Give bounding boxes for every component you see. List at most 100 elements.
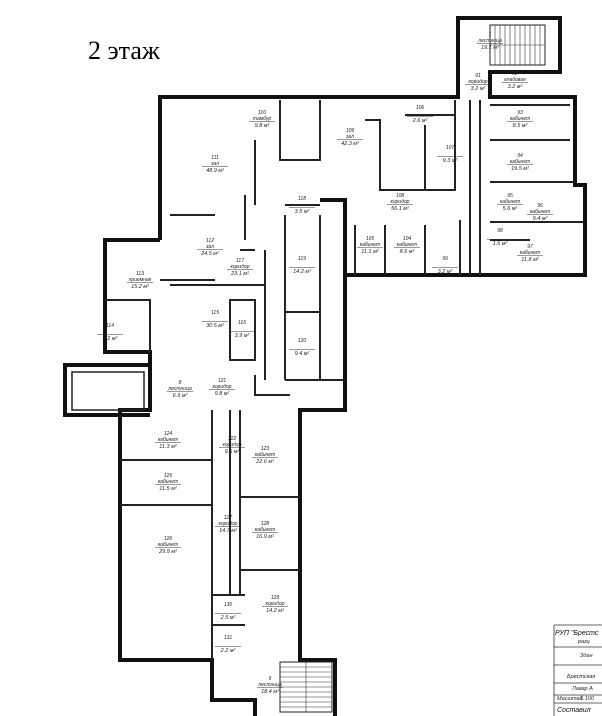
- room-name: приемная: [129, 277, 152, 283]
- room-name: кабинет: [255, 527, 275, 533]
- room-name: коридор: [468, 79, 487, 85]
- room-name: коридор: [212, 384, 231, 390]
- room-area: 8.2 м²: [103, 336, 118, 342]
- room-area: 11.1 м²: [361, 249, 379, 255]
- interior-walls: [105, 100, 585, 660]
- room-area: 2.2 м²: [220, 648, 236, 654]
- room-area: 56.1 м²: [391, 206, 409, 212]
- room-area: 14.2 м²: [293, 269, 311, 275]
- room-number: 91: [475, 73, 481, 79]
- room-name: коридор: [230, 264, 249, 270]
- room-label: 981.6 м²: [487, 228, 513, 247]
- room-area: 11.8 м²: [521, 257, 539, 263]
- room-number: 118: [298, 196, 306, 202]
- room-area: 3.5 м²: [295, 209, 310, 215]
- room-area: 9.8 м²: [255, 123, 270, 129]
- room-name: коридор: [218, 521, 237, 527]
- room-area: 23.1 м²: [230, 271, 249, 277]
- room-area: 2.5 м²: [220, 615, 236, 621]
- room-number: 128: [261, 521, 270, 527]
- room-number: 111: [211, 155, 219, 161]
- room-number: 122: [228, 436, 237, 442]
- stamp-line: разц: [577, 639, 590, 645]
- room-area: 42.3 м²: [341, 141, 359, 147]
- room-number: 119: [298, 256, 306, 262]
- room-area: 1.6 м²: [493, 241, 508, 247]
- room-area: 9.4 м²: [533, 216, 548, 222]
- room-number: 115: [211, 310, 219, 316]
- room-name: кабинет: [510, 116, 530, 122]
- room-area: 3.2 м²: [438, 269, 453, 275]
- stamp-line: Лавар А: [571, 686, 593, 692]
- room-number: 113: [136, 271, 144, 277]
- room-label: 106 2.6 м²: [407, 105, 433, 124]
- room-name: коридор: [265, 601, 284, 607]
- room-number: 93: [517, 110, 523, 116]
- stamp-line: Здан: [580, 653, 593, 659]
- room-number: 109: [346, 128, 355, 134]
- room-area: 22.6 м²: [255, 459, 274, 465]
- room-number: 125: [164, 473, 173, 479]
- room-name: коридор: [390, 199, 409, 205]
- room-number: 121: [218, 378, 227, 384]
- room-number: 97: [527, 244, 533, 250]
- room-area: 19.1 м²: [481, 45, 499, 51]
- room-area: 11.5 м²: [159, 486, 177, 492]
- room-name: кабинет: [360, 242, 380, 248]
- room-number: II: [269, 676, 272, 682]
- room-number: 120: [298, 338, 307, 344]
- room-name: кабинет: [510, 159, 530, 165]
- room-number: 129: [271, 595, 280, 601]
- room-number: 106: [416, 105, 425, 111]
- room-name: кабинет: [158, 542, 178, 548]
- title-block: РУП "Брестс разц Здан Брестская Лавар А …: [553, 624, 602, 716]
- room-number: 114: [106, 323, 114, 329]
- room-number: 126: [164, 536, 173, 542]
- room-area: 8.6 м²: [400, 249, 415, 255]
- room-area: 15.2 м²: [131, 284, 149, 290]
- room-number: 124: [164, 431, 173, 437]
- room-name: тамбур: [253, 116, 272, 122]
- room-name: лестница: [167, 386, 192, 392]
- room-area: 2.6 м²: [412, 118, 428, 124]
- room-area: 5.6 м²: [503, 206, 518, 212]
- room-name: зал: [205, 244, 214, 250]
- room-name: лестница: [257, 682, 282, 688]
- room-label: 118 3.5 м²: [289, 196, 315, 215]
- room-area: 14.7 м²: [219, 528, 237, 534]
- room-number: 94: [517, 153, 523, 159]
- room-number: 110: [258, 110, 266, 116]
- room-number: 95: [507, 193, 513, 199]
- stair-8-block: [71, 371, 145, 411]
- stamp-line: 1:100: [580, 696, 595, 702]
- room-name: зал: [345, 134, 354, 140]
